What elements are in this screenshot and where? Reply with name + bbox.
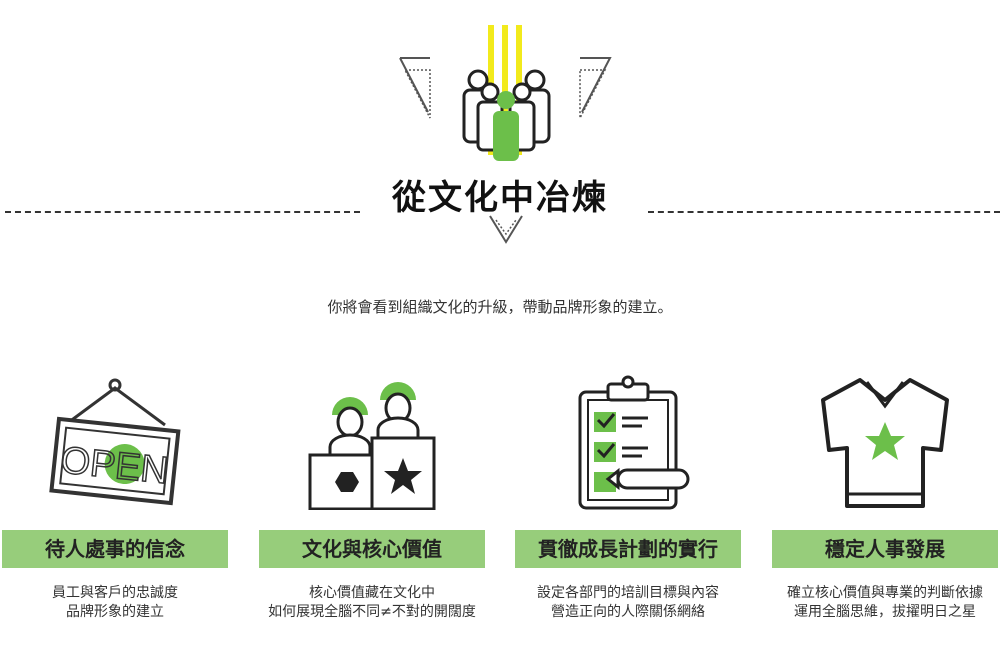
tshirt-star-icon: [821, 378, 949, 508]
card-title: 貫徹成長計劃的實行: [515, 530, 741, 568]
team-podium-icon: [308, 382, 436, 510]
card-line: 品牌形象的建立: [66, 604, 164, 620]
card-beliefs: OPEN 待人處事的信念 員工與客戶的忠誠度品牌形象的建立: [2, 370, 228, 622]
card-line: 確立核心價值與專業的判斷依據: [787, 585, 983, 601]
page-subtitle: 你將會看到組織文化的升級，帶動品牌形象的建立。: [327, 298, 673, 316]
clipboard-checklist-icon: [578, 375, 690, 510]
open-sign-icon: OPEN: [49, 378, 181, 506]
card-title: 穩定人事發展: [772, 530, 998, 568]
divider-right: [648, 211, 1000, 213]
card-line: 營造正向的人際關係網絡: [551, 604, 705, 620]
card-line: 如何展現全腦不同≠不對的開闊度: [268, 604, 476, 620]
divider-left: [5, 211, 360, 213]
card-title: 文化與核心價值: [259, 530, 485, 568]
card-values: 文化與核心價值 核心價值藏在文化中如何展現全腦不同≠不對的開闊度: [259, 370, 485, 622]
card-plan: 貫徹成長計劃的實行 設定各部門的培訓目標與內容營造正向的人際關係網絡: [515, 370, 741, 622]
header-people-icon: [399, 25, 612, 244]
card-line: 運用全腦思維，拔擢明日之星: [794, 604, 976, 620]
card-hr: 穩定人事發展 確立核心價值與專業的判斷依據運用全腦思維，拔擢明日之星: [772, 370, 998, 622]
card-line: 設定各部門的培訓目標與內容: [537, 585, 719, 601]
card-title: 待人處事的信念: [2, 530, 228, 568]
card-line: 員工與客戶的忠誠度: [52, 585, 178, 601]
card-line: 核心價值藏在文化中: [309, 585, 435, 601]
page-title: 從文化中冶煉: [392, 178, 608, 218]
